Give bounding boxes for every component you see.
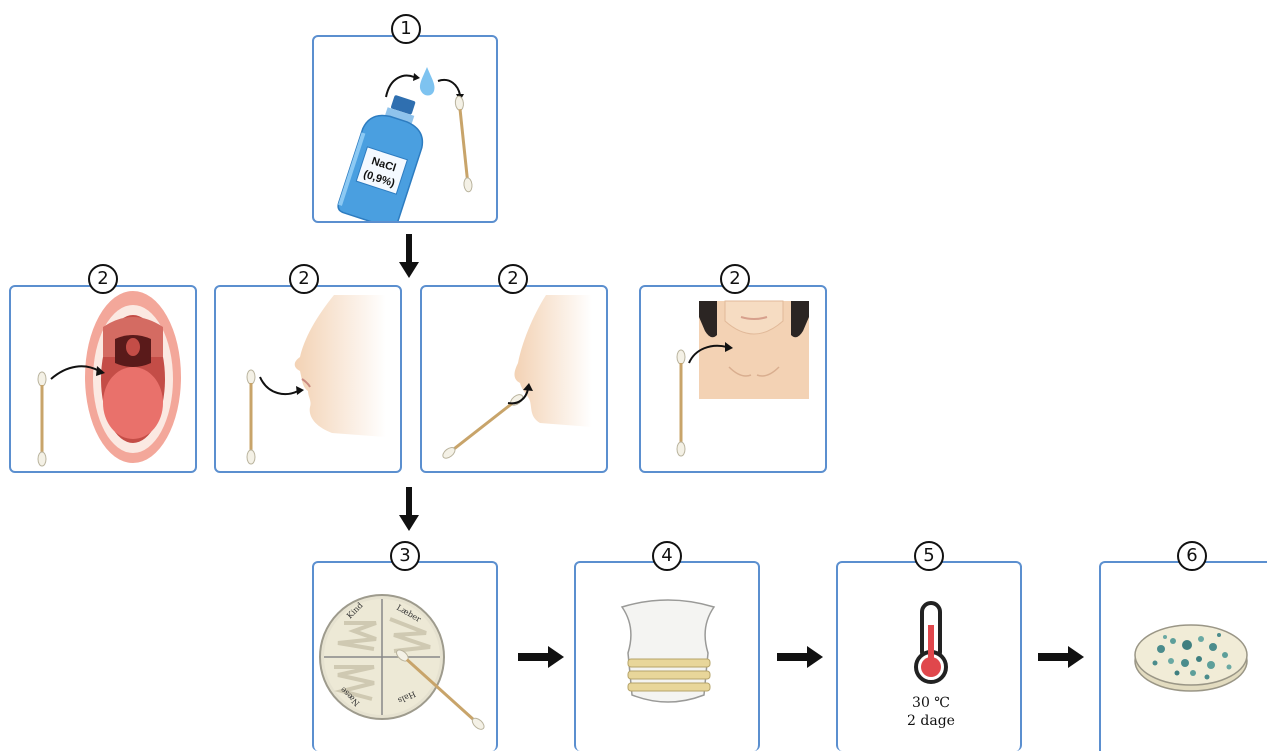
panel-step-2-lips bbox=[214, 285, 402, 473]
panel-step-5-incubation: 30 ℃ 2 dage bbox=[836, 561, 1022, 751]
sealed-plate-stack-icon bbox=[622, 600, 714, 702]
panel-step-3-streak-plate: Kind Læber Næse Hals bbox=[312, 561, 498, 751]
step-number-2-throat: 2 bbox=[88, 264, 118, 294]
arrow-drop-to-swab-icon bbox=[438, 80, 460, 95]
lips-swab-illustration bbox=[216, 287, 402, 473]
water-drop-icon bbox=[420, 67, 435, 96]
cotton-swab-icon bbox=[455, 96, 473, 192]
panel-step-2-neck bbox=[639, 285, 827, 473]
panel-step-1-saline: NaCl (0,9%) bbox=[312, 35, 498, 223]
nose-swab-illustration bbox=[422, 287, 608, 473]
incubation-duration: 2 dage bbox=[907, 713, 955, 729]
cotton-swab-icon bbox=[677, 350, 685, 456]
face-profile-icon bbox=[515, 295, 593, 427]
panel-step-6-colonies bbox=[1099, 561, 1267, 751]
incubation-illustration: 30 ℃ 2 dage bbox=[838, 563, 1022, 751]
neck-swab-illustration bbox=[641, 287, 827, 473]
panel-step-2-throat bbox=[9, 285, 197, 473]
step-number-4: 4 bbox=[652, 541, 682, 571]
quadrant-plate-illustration: Kind Læber Næse Hals bbox=[314, 563, 498, 751]
arrow-bottle-to-drop-icon bbox=[386, 76, 414, 97]
step-number-3: 3 bbox=[390, 541, 420, 571]
throat-swab-illustration bbox=[11, 287, 197, 473]
curved-arrow-icon bbox=[260, 377, 298, 394]
step-number-6: 6 bbox=[1177, 541, 1207, 571]
right-arrow-icon bbox=[1038, 646, 1086, 668]
incubation-temperature: 30 ℃ bbox=[912, 695, 950, 711]
petri-dish-colonies-icon bbox=[1135, 625, 1247, 691]
cotton-swab-icon bbox=[38, 372, 46, 466]
saline-bottle-icon: NaCl (0,9%) bbox=[336, 89, 435, 223]
agar-plate-icon: Kind Læber Næse Hals bbox=[320, 595, 444, 719]
colonies-illustration bbox=[1101, 563, 1267, 751]
step-number-5: 5 bbox=[914, 541, 944, 571]
saline-illustration: NaCl (0,9%) bbox=[314, 37, 498, 223]
right-arrow-icon bbox=[518, 646, 566, 668]
sealed-plate-illustration bbox=[576, 563, 760, 751]
step-number-1: 1 bbox=[391, 14, 421, 44]
down-arrow-icon bbox=[399, 487, 419, 533]
neck-and-shoulders-icon bbox=[699, 301, 809, 399]
down-arrow-icon bbox=[399, 234, 419, 280]
step-number-2-nose: 2 bbox=[498, 264, 528, 294]
panel-step-2-nose bbox=[420, 285, 608, 473]
face-profile-icon bbox=[295, 295, 386, 437]
cotton-swab-icon bbox=[247, 370, 255, 464]
step-number-2-lips: 2 bbox=[289, 264, 319, 294]
step-number-2-neck: 2 bbox=[720, 264, 750, 294]
open-mouth-icon bbox=[85, 291, 181, 463]
right-arrow-icon bbox=[777, 646, 825, 668]
panel-step-4-sealed-plate bbox=[574, 561, 760, 751]
thermometer-icon bbox=[916, 603, 946, 682]
